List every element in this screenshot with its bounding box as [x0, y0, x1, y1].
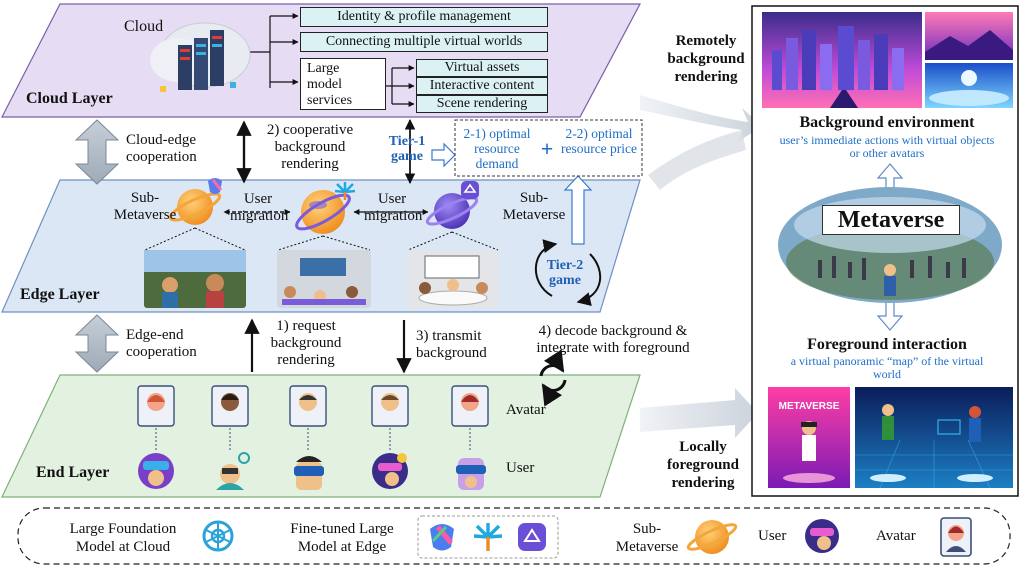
edge-scene-thumbnail-2 — [277, 250, 371, 308]
cloud-server-illustration — [150, 22, 251, 92]
legend-submetaverse-icon — [686, 520, 738, 554]
resource-price-label: 2-2) optimal resource price — [560, 126, 638, 156]
edge-scene-thumbnail-1 — [144, 250, 246, 308]
edge-scene-thumbnail-3 — [407, 250, 499, 308]
projection-lines — [144, 227, 499, 251]
local-arrow — [640, 388, 758, 438]
sub-metaverse-planet-right — [425, 193, 479, 229]
output-interactive-content: Interactive content — [416, 77, 548, 95]
sub-metaverse-planet-left — [168, 189, 222, 225]
metaverse-title: Metaverse — [822, 205, 960, 235]
legend-copilot-icon — [430, 524, 454, 551]
tier2-cycle-arrow-2 — [576, 253, 602, 306]
sub-metaverse-right-label: Sub-Metaverse — [502, 190, 566, 223]
plus-sign: + — [540, 136, 554, 161]
optimal-box — [454, 119, 643, 177]
avatar-cards — [137, 385, 489, 427]
user-metaverse-icon-2 — [216, 452, 250, 490]
cloud-layer-title: Cloud Layer — [26, 90, 113, 107]
large-model-services-label: Large model services — [307, 61, 353, 108]
cloud-label: Cloud — [124, 18, 164, 35]
service-identity: Identity & profile management — [300, 7, 548, 27]
tier2-hollow-arrow — [563, 175, 593, 245]
output-virtual-assets: Virtual assets — [416, 59, 548, 77]
end-avatar-label: Avatar — [506, 402, 546, 418]
decode-label: 4) decode background & integrate with fo… — [536, 323, 690, 356]
user-vr-icon-5 — [456, 458, 486, 490]
legend-user-label: User — [758, 528, 787, 544]
end-layer-title: End Layer — [36, 464, 110, 481]
sub-metaverse-planet-mid — [295, 190, 351, 234]
sub-metaverse-left-label: Sub-Metaverse — [113, 190, 177, 223]
background-ice-image — [925, 63, 1013, 108]
user-migration-label-2: User migration — [364, 191, 423, 224]
background-city-image — [762, 12, 922, 108]
edge-end-label: Edge-end cooperation — [126, 327, 197, 360]
service-connecting-worlds: Connecting multiple virtual worlds — [300, 32, 548, 52]
legend-user-icon — [805, 519, 839, 553]
metaverse-up-arrow — [876, 163, 904, 189]
background-environment-title: Background environment — [799, 114, 975, 131]
large-model-services-box: Large model services — [300, 58, 386, 110]
remote-arrow-lower — [648, 130, 746, 190]
output-scene-rendering: Scene rendering — [416, 95, 548, 113]
metaverse-down-arrow — [876, 301, 904, 331]
copilot-logo-icon — [208, 178, 223, 194]
foreground-vr-image — [855, 387, 1013, 489]
legend-qwen-icon — [518, 523, 546, 551]
legend-avatar-label: Avatar — [876, 528, 916, 544]
user-vr-icon-1 — [138, 453, 174, 489]
edge-end-double-arrow — [74, 314, 120, 373]
legend-foundation-label: Large Foundation Model at Cloud — [69, 521, 177, 555]
end-user-label: User — [506, 460, 535, 476]
user-migration-label-1: User migration — [230, 191, 289, 224]
user-vr-icon-4 — [372, 453, 408, 489]
local-rendering-label: Locally foreground rendering — [667, 439, 739, 491]
remote-rendering-label: Remotely background rendering — [667, 33, 745, 85]
foreground-interaction-desc: a virtual panoramic “map” of the virtual… — [790, 354, 984, 381]
user-vr-icon-3 — [294, 456, 324, 490]
resource-demand-label: 2-1) optimal resource demand — [463, 126, 531, 171]
remote-arrow — [640, 95, 762, 142]
legend-finetuned-label: Fine-tuned Large Model at Edge — [290, 521, 394, 555]
legend-openai-icon — [202, 520, 234, 552]
avatar-user-links — [155, 428, 471, 452]
foreground-poster-image — [768, 387, 850, 488]
transmit-label: 3) transmit background — [416, 328, 487, 361]
cloud-edge-double-arrow — [74, 119, 120, 185]
background-environment-desc: user’s immediate actions with virtual ob… — [779, 133, 995, 160]
legend-submetaverse-label: Sub-Metaverse — [615, 521, 679, 555]
tier2-cycle-arrow — [535, 239, 558, 297]
tier1-label: Tier-1 game — [388, 134, 426, 164]
foreground-interaction-title: Foreground interaction — [807, 336, 967, 353]
cooperative-label: 2) cooperative background rendering — [266, 122, 354, 172]
qwen-logo-icon — [461, 181, 479, 199]
edge-layer-title: Edge Layer — [20, 286, 100, 303]
legend-avatar-icon — [940, 517, 972, 557]
tier1-hollow-arrow — [431, 142, 456, 168]
poster-text: METAVERSE — [778, 401, 840, 412]
tier2-label: Tier-2 game — [546, 258, 584, 288]
request-label: 1) request background rendering — [270, 318, 342, 368]
legend-palm-icon — [473, 523, 503, 551]
cloud-edge-label: Cloud-edge cooperation — [126, 132, 197, 165]
background-mountain-image — [925, 12, 1013, 60]
palm-logo-icon — [334, 182, 356, 200]
sync-icon — [539, 349, 567, 407]
